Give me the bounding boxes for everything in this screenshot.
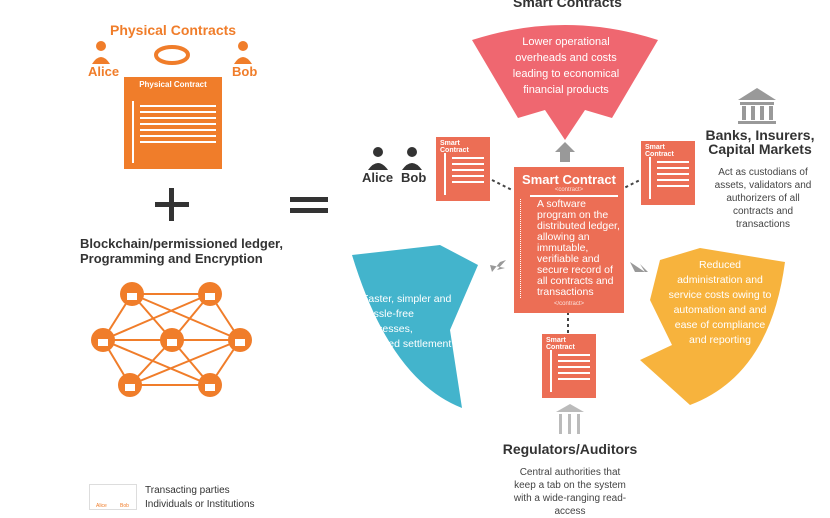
small-contract-title: Smart Contract: [645, 144, 674, 158]
top-petal-shape: [472, 25, 658, 140]
alice-label: Alice: [88, 64, 120, 79]
left-petal-text: Faster, simpler and hassle-free processe…: [362, 293, 452, 365]
open-tag: <contract>: [554, 187, 584, 193]
legend-line-1: Transacting parties: [145, 485, 230, 496]
main-contract-body: A software program on the distributed le…: [520, 199, 624, 298]
smart-contract-regulator: Smart Contract: [542, 334, 596, 398]
regulators-description: Central authorities that keep a tab on t…: [513, 467, 627, 517]
regulators-title: Regulators/Auditors: [502, 441, 638, 457]
legend-parties-icon: Alice Bob: [89, 484, 137, 510]
physical-contracts-title: Physical Contracts: [110, 22, 237, 38]
diagram-title: Smart Contracts: [513, 0, 622, 10]
physical-contract-title: Physical Contract: [139, 80, 207, 89]
physical-contract-document: Physical Contract: [124, 77, 222, 169]
handshake-icon: [154, 45, 190, 65]
main-contract-title: Smart Contract: [522, 172, 616, 187]
small-contract-title: Smart Contract: [440, 140, 469, 154]
right-petal-shape: [640, 248, 785, 405]
blockchain-label: Blockchain/permissioned ledger, Programm…: [80, 236, 284, 266]
legend-line-2: Individuals or Institutions: [145, 499, 255, 510]
bob-party-label: Bob: [401, 170, 427, 185]
regulator-building-icon: [556, 404, 584, 434]
legend-text: Transacting parties Individuals or Insti…: [145, 484, 255, 512]
smart-contract-alice: Smart Contract: [436, 137, 490, 201]
banks-description: Act as custodians of assets, validators …: [714, 167, 812, 230]
bank-building-icon: [738, 88, 776, 124]
right-petal-text: Reduced administration and service costs…: [668, 259, 772, 346]
close-tag: </contract>: [553, 301, 585, 307]
banks-title: Banks, Insurers, Capital Markets: [705, 127, 815, 157]
small-contract-title: Smart Contract: [546, 337, 575, 351]
smart-contract-main: Smart Contract <contract> A software pro…: [514, 167, 624, 313]
legend-bob: Bob: [120, 503, 129, 509]
bob-label: Bob: [232, 64, 258, 79]
alice-party-label: Alice: [362, 170, 394, 185]
top-petal-text: Lower operational overheads and costs le…: [512, 36, 620, 96]
smart-contract-bank: Smart Contract: [641, 141, 695, 205]
legend-alice: Alice: [96, 503, 107, 509]
left-petal-shape: [352, 245, 478, 408]
